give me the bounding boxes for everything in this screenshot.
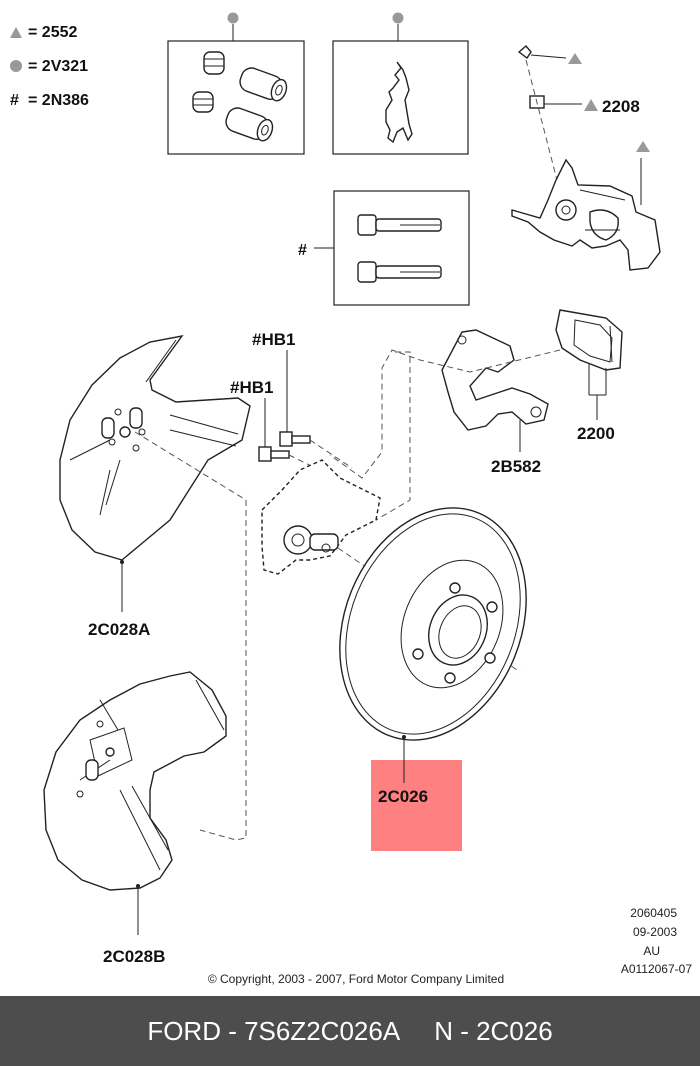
triangle-icon [10,27,22,38]
sleeve-part [239,67,288,102]
bolt-part [258,446,290,462]
boot-part [203,51,225,75]
guide-pin [357,214,442,236]
part-number-footer: FORD - 7S6Z2C026A N - 2C026 [0,996,700,1066]
caliper-bracket: 2B582 [441,329,549,476]
bolt-lower-label: #HB1 [230,378,273,397]
disc-label: 2C026 [378,787,428,806]
legend-triangle-text: = 2552 [28,24,77,41]
boot-part [192,91,214,113]
info-line-4: A0112067-07 [621,962,693,976]
bleeder-code-label: 2208 [602,97,640,116]
footer-part-text: FORD - 7S6Z2C026A [147,1015,401,1046]
triangle-icon [568,53,582,64]
anti-rattle-spring [385,61,413,144]
copyright-text: © Copyright, 2003 - 2007, Ford Motor Com… [208,972,504,986]
brake-exploded-diagram: = 2552 = 2V321 # = 2N386 [10,12,693,986]
disc-highlight-box [371,760,462,851]
legend-circle-text: = 2V321 [28,58,88,75]
bush-kit-box [167,12,305,155]
guide-pin-hash: # [298,242,307,259]
brake-caliper [511,141,661,271]
circle-icon [392,12,404,24]
hash-icon: # [10,92,19,109]
legend-hash-text: = 2N386 [28,92,89,109]
brake-pads: 2200 [555,309,623,443]
sleeve-part [225,107,274,142]
shield-b-label: 2C028B [103,947,165,966]
shield-a-label: 2C028A [88,620,150,639]
caliper-bolts: #HB1 #HB1 [230,330,353,476]
triangle-icon [636,141,650,152]
triangle-icon [584,99,598,111]
bolt-part [279,431,311,447]
guide-pin [357,261,442,283]
dust-shield-lower: 2C028B [43,671,227,966]
dust-shield-upper: 2C028A [59,334,251,639]
bracket-label: 2B582 [491,457,541,476]
caliper-pads-label: 2200 [577,424,615,443]
info-line-1: 2060405 [630,906,677,920]
guide-pin-box: # [298,190,470,306]
spring-clip-box [332,12,469,155]
bleeder-cap [517,45,532,60]
legend: = 2552 = 2V321 # = 2N386 [10,24,89,109]
footer-number-text: N - 2C026 [434,1015,553,1046]
info-line-2: 09-2003 [633,925,677,939]
drawing-info: 2060405 09-2003 AU A0112067-07 [621,906,693,976]
circle-icon [227,12,239,24]
brake-disc: 2C026 [339,507,527,851]
circle-icon [10,60,22,72]
info-line-3: AU [643,944,660,958]
bolt-upper-label: #HB1 [252,330,295,349]
